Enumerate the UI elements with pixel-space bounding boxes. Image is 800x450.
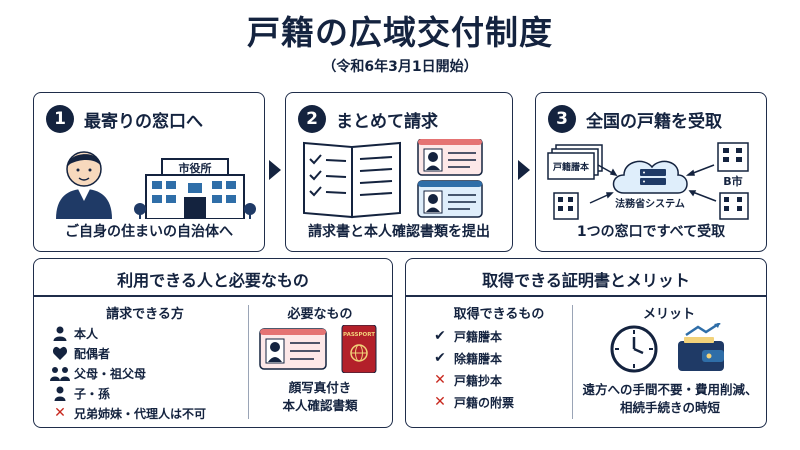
building-sign: 市役所	[179, 161, 212, 175]
list-item: ✔ 除籍謄本	[430, 347, 514, 369]
check-icon: ✔	[434, 328, 446, 344]
step-3-caption: 1つの窓口ですべて受取	[576, 224, 726, 240]
list-item: 本人	[50, 323, 206, 343]
step-3-title: 全国の戸籍を受取	[586, 111, 722, 132]
requesters-list: 本人 配偶者 父母・祖父母 子・孫 ✕ 兄弟姉妹・代理人は不可	[50, 323, 206, 423]
step-2-illustration	[294, 138, 506, 223]
city-label: B市	[723, 174, 742, 188]
requesters-title: 請求できる方	[106, 307, 184, 322]
application-form-icon	[303, 141, 401, 219]
list-item: ✕ 兄弟姉妹・代理人は不可	[50, 403, 206, 423]
id-card-icon	[259, 328, 327, 370]
svg-text:PASSPORT: PASSPORT	[343, 332, 375, 338]
step-2-number: 2	[298, 105, 326, 133]
list-item: 父母・祖父母	[50, 363, 206, 383]
step-1-title: 最寄りの窓口へ	[84, 111, 203, 132]
available-list: ✔ 戸籍謄本 ✔ 除籍謄本 ✕ 戸籍抄本 ✕ 戸籍の附票	[430, 325, 514, 413]
divider	[34, 295, 392, 297]
step-1-number: 1	[46, 105, 74, 133]
available-title: 取得できるもの	[453, 307, 545, 322]
cloud-server-icon: 法務省システム	[612, 160, 688, 210]
svg-text:戸籍謄本: 戸籍謄本	[553, 161, 590, 173]
step-2-caption: 請求書と本人確認書類を提出	[308, 224, 490, 240]
merit-illustration	[610, 321, 730, 379]
cross-icon: ✕	[434, 372, 446, 388]
benefits-title: 取得できる証明書とメリット	[482, 271, 690, 290]
list-item: 子・孫	[50, 383, 206, 403]
wallet-icon	[678, 321, 724, 371]
merit-title: メリット	[642, 307, 695, 322]
arrow-icon	[518, 160, 530, 180]
step-3-number: 3	[548, 105, 576, 133]
needed-illustration: PASSPORT	[258, 324, 384, 377]
merit-caption: 遠方への手間不要・費用削減、 相続手続きの時短	[582, 382, 758, 415]
step-3-illustration: 戸籍謄本 法務省システム B市	[544, 139, 760, 225]
system-label: 法務省システム	[615, 197, 685, 210]
family-icon	[50, 365, 70, 381]
step-1-card: 1 最寄りの窓口へ 市役所	[33, 92, 265, 252]
heart-icon	[50, 345, 70, 361]
building-icon	[553, 192, 579, 220]
eligibility-card: 利用できる人と必要なもの 請求できる方 本人 配偶者 父母・祖父母 子・孫 ✕ …	[33, 258, 393, 428]
person-icon	[50, 325, 70, 341]
city-hall-icon: 市役所	[134, 158, 256, 220]
passport-icon: PASSPORT	[341, 324, 377, 374]
cross-icon: ✕	[54, 405, 66, 421]
step-3-card: 3 全国の戸籍を受取 戸籍謄本 法務省システム	[535, 92, 767, 252]
step-1-illustration: 市役所	[42, 139, 258, 223]
step-1-caption: ご自身の住まいの自治体へ	[65, 224, 233, 240]
clock-icon	[610, 325, 658, 373]
person-icon	[56, 151, 112, 219]
arrow-icon	[269, 160, 281, 180]
page-title: 戸籍の広域交付制度	[247, 13, 553, 52]
list-item: ✕ 戸籍抄本	[430, 369, 514, 391]
divider	[572, 305, 573, 419]
needed-caption: 顔写真付き 本人確認書類	[282, 380, 358, 413]
list-item: 配偶者	[50, 343, 206, 363]
benefits-card: 取得できる証明書とメリット 取得できるもの ✔ 戸籍謄本 ✔ 除籍謄本 ✕ 戸籍…	[405, 258, 767, 428]
list-item: ✔ 戸籍謄本	[430, 325, 514, 347]
id-card-icon	[417, 138, 483, 176]
child-icon	[50, 385, 70, 401]
step-2-title: まとめて請求	[336, 111, 438, 132]
id-card-icon	[417, 180, 483, 218]
check-icon: ✔	[434, 350, 446, 366]
building-icon	[719, 192, 749, 220]
divider	[248, 305, 249, 419]
cross-icon: ✕	[434, 394, 446, 410]
needed-title: 必要なもの	[287, 307, 353, 322]
list-item: ✕ 戸籍の附票	[430, 391, 514, 413]
eligibility-title: 利用できる人と必要なもの	[117, 271, 309, 290]
building-icon: B市	[717, 142, 749, 188]
step-2-card: 2 まとめて請求	[285, 92, 513, 252]
document-stack-icon: 戸籍謄本	[547, 144, 603, 180]
divider	[406, 295, 766, 297]
page-subtitle: （令和6年3月1日開始）	[322, 59, 478, 75]
